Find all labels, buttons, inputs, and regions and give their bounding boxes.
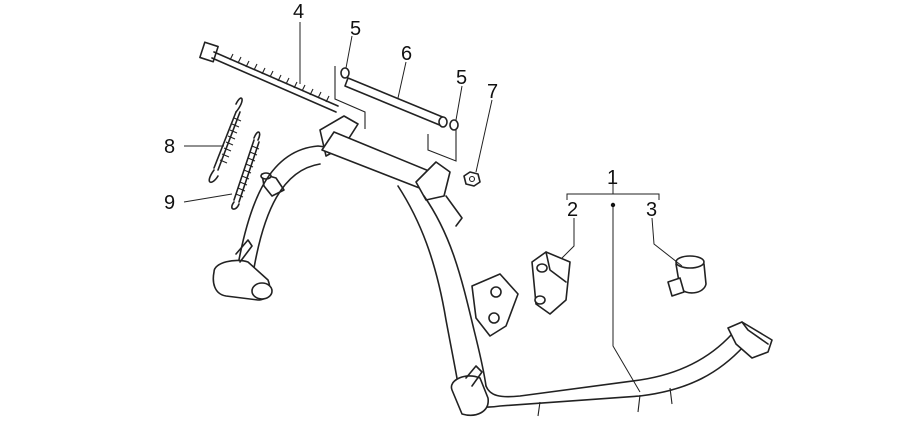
center-stand <box>212 115 773 417</box>
spring-pin <box>260 172 285 197</box>
callout-8: 8 <box>164 136 175 158</box>
leader-7 <box>475 99 493 173</box>
callout-6: 6 <box>401 43 412 65</box>
callout-5-left: 5 <box>350 18 361 40</box>
callout-1: 1 <box>607 167 618 189</box>
callout-9: 9 <box>164 192 175 214</box>
callout-7: 7 <box>487 81 498 103</box>
leader-1-dot <box>610 202 616 208</box>
leader-2 <box>561 218 575 259</box>
leader-9 <box>183 193 233 203</box>
rubber-buffer <box>531 251 571 315</box>
bushing-tube <box>344 77 448 128</box>
washer-right <box>449 119 459 131</box>
assembly-bracket-upper <box>334 66 366 129</box>
inner-spring <box>231 131 261 210</box>
nut <box>463 171 481 187</box>
leader-1 <box>566 184 660 200</box>
callout-4: 4 <box>293 1 304 23</box>
leader-1-stem <box>612 206 641 393</box>
callout-3: 3 <box>646 199 657 221</box>
washer-left <box>340 67 350 79</box>
callout-2: 2 <box>567 199 578 221</box>
leader-3 <box>651 217 683 267</box>
leader-5a <box>345 35 353 69</box>
outer-spring <box>208 97 243 183</box>
pivot-bolt <box>199 41 339 113</box>
stop-rubber <box>667 255 707 297</box>
leader-5b <box>455 85 463 121</box>
callout-5-right: 5 <box>456 67 467 89</box>
leader-6 <box>397 61 407 99</box>
assembly-bracket-lower <box>427 130 457 162</box>
